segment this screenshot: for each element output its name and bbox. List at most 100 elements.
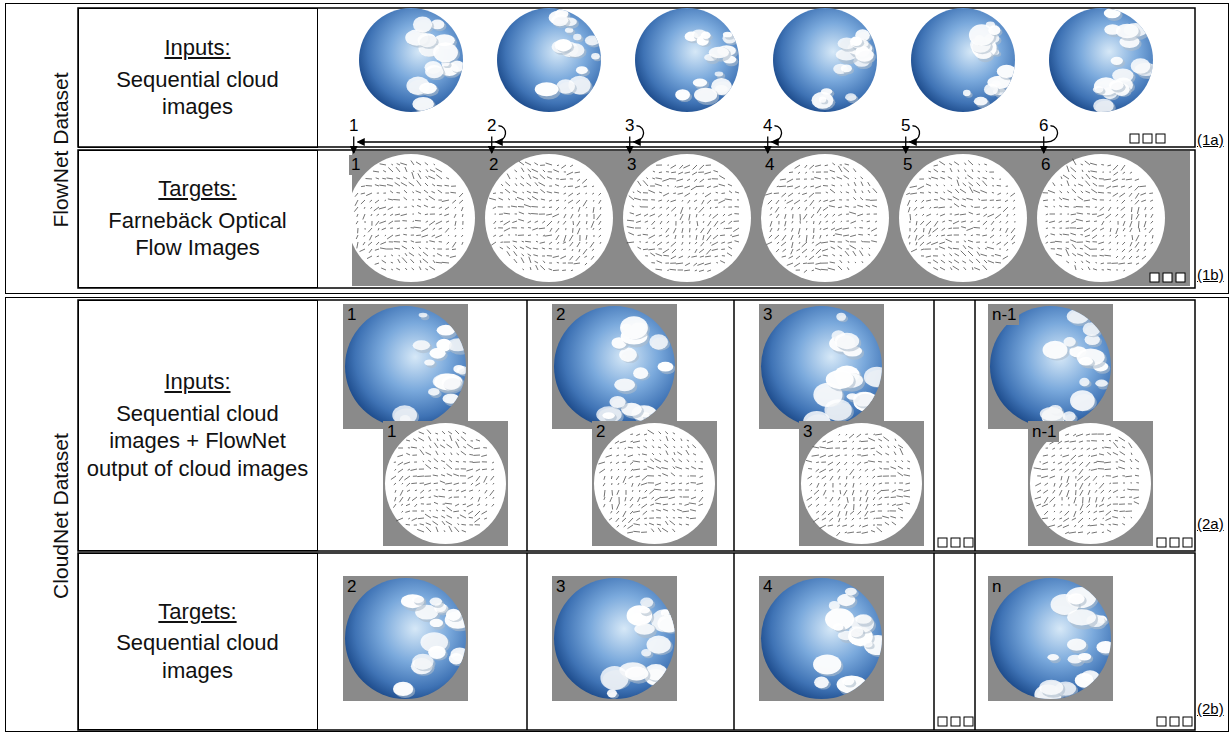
cloud: [984, 84, 998, 96]
cloud: [600, 666, 628, 690]
cloud: [419, 82, 437, 94]
row-frame: [78, 300, 1195, 551]
flow-image: [1037, 154, 1165, 282]
sky-disc: [345, 306, 466, 427]
row-frame: [78, 553, 1195, 730]
image-ground: [552, 304, 677, 429]
sky-image: [988, 576, 1117, 706]
clouds: [405, 16, 466, 113]
clouds: [1040, 309, 1110, 427]
image-ground: [592, 421, 717, 546]
sky-disc: [773, 8, 877, 112]
clouds: [1034, 587, 1116, 706]
cloud: [1109, 80, 1124, 90]
flow-disc: [899, 154, 1027, 282]
cloud: [826, 370, 854, 389]
sequence-number: 1: [349, 116, 358, 136]
panel-title: FlowNet Dataset: [49, 72, 73, 227]
ellipsis-square: [964, 538, 973, 547]
sky-image: [759, 304, 892, 433]
box-heading: Inputs:: [164, 34, 230, 62]
cloud: [614, 378, 635, 391]
ellipsis-square: [1183, 717, 1192, 726]
clouds: [675, 29, 738, 105]
row-tag: (2b): [1197, 700, 1224, 717]
sky-disc: [990, 306, 1111, 427]
row-tag: (1b): [1197, 266, 1224, 283]
flow-disc: [485, 154, 613, 282]
clouds: [813, 588, 894, 697]
clouds: [812, 29, 876, 110]
image-ground: [759, 576, 884, 701]
cloud: [855, 614, 872, 624]
cloud: [418, 33, 437, 47]
row-frame: [78, 8, 1195, 147]
cloud: [864, 367, 890, 387]
cloud: [963, 90, 971, 96]
cloud: [1079, 357, 1093, 366]
cloud: [1039, 680, 1063, 695]
column-divider: [526, 553, 528, 730]
cloud: [585, 36, 600, 46]
flow-disc: [1037, 154, 1165, 282]
flow-image: [1028, 421, 1153, 546]
sequence-number: 3: [761, 305, 774, 325]
cloud: [433, 42, 458, 62]
cloud: [625, 667, 648, 681]
pairing-arrow: [1043, 137, 1044, 153]
column-divider: [974, 300, 976, 551]
cloud: [813, 654, 841, 674]
text-box: Targets: Farnebäck Optical Flow Images: [78, 150, 318, 288]
ellipsis-square: [1157, 538, 1166, 547]
sequence-number: 2: [487, 155, 500, 175]
pairing-arrow: [767, 137, 768, 153]
cloud: [428, 388, 440, 396]
cloud: [814, 676, 829, 688]
flow-vectors: [354, 161, 463, 271]
sequence-number: 4: [761, 577, 774, 597]
cloud: [1111, 57, 1123, 65]
sky-image: [635, 8, 739, 112]
cloud: [1095, 380, 1107, 387]
image-ground: [988, 576, 1113, 701]
flow-disc: [761, 154, 889, 282]
cloud: [1047, 654, 1058, 661]
cloud: [812, 92, 834, 109]
cloud: [412, 596, 424, 604]
cloud: [850, 37, 862, 46]
text-box: Inputs:Sequential cloud images + FlowNet…: [78, 300, 318, 551]
sequence-number: 2: [345, 577, 358, 597]
sky-disc: [554, 306, 675, 427]
sky-image: [773, 8, 877, 112]
sequence-number: n-1: [990, 305, 1019, 325]
sequence-number: 5: [901, 155, 914, 175]
cloud: [849, 626, 863, 637]
cloud: [1067, 609, 1096, 625]
text-box: Targets:Sequential cloud images: [78, 553, 318, 730]
cloud: [693, 79, 707, 87]
box-body: Sequential cloud images: [87, 629, 309, 684]
cloud: [658, 362, 674, 372]
pairing-arrow: [358, 126, 506, 142]
sequence-number: 5: [901, 116, 910, 136]
dataset-panel: FlowNet DatasetInputs:Sequential cloud i…: [5, 3, 1229, 294]
cloud: [428, 646, 445, 659]
box-heading: Targets:: [158, 175, 236, 203]
box-heading: Inputs:: [164, 368, 230, 396]
sky-disc: [554, 578, 675, 699]
cloud: [833, 623, 844, 631]
row-tag: (1a): [1197, 131, 1224, 148]
cloud: [609, 396, 625, 408]
cloud: [657, 615, 680, 633]
cloud: [836, 313, 846, 321]
flow-image: [899, 154, 1027, 282]
cloud: [412, 97, 434, 111]
image-ground: [1028, 421, 1153, 546]
box-body: Farnebäck Optical Flow Images: [87, 207, 309, 262]
image-ground: [799, 421, 924, 546]
sky-disc: [345, 578, 466, 699]
sky-image: [343, 304, 472, 429]
flow-image: [383, 421, 508, 546]
clouds: [535, 9, 602, 100]
column-divider: [933, 553, 935, 730]
